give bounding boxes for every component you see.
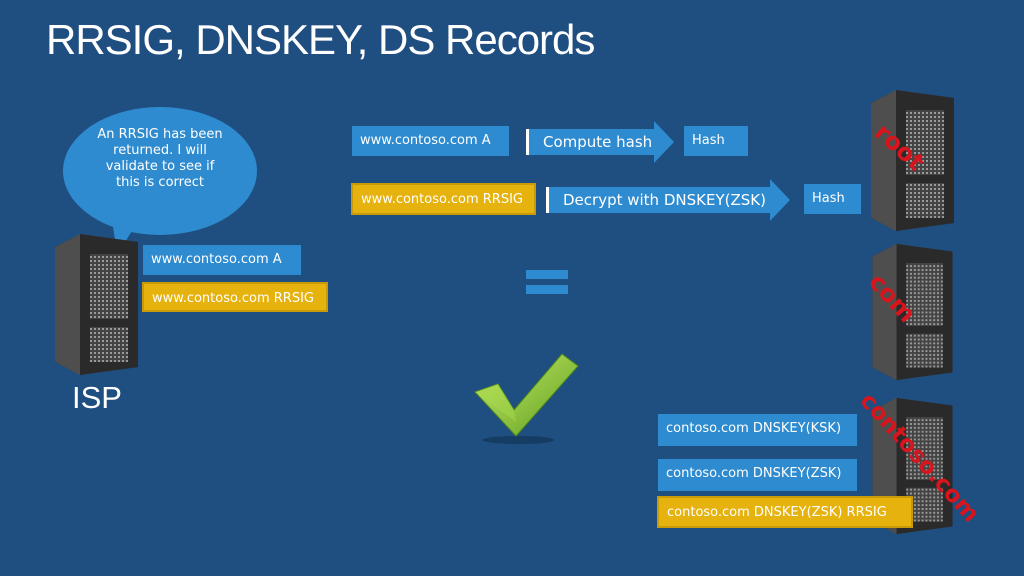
flow-row2-output: Hash	[804, 184, 861, 214]
root-server-icon	[871, 90, 954, 231]
flow-row1-output: Hash	[684, 126, 748, 156]
isp-record-rrsig: www.contoso.com RRSIG	[142, 282, 328, 312]
arrow-head-icon	[770, 179, 790, 221]
page-title: RRSIG, DNSKEY, DS Records	[46, 16, 595, 63]
zone-record-ksk: contoso.com DNSKEY(KSK)	[658, 414, 857, 446]
equals-icon	[526, 270, 568, 300]
checkmark-icon	[474, 353, 579, 444]
zone-record-zsk: contoso.com DNSKEY(ZSK)	[658, 459, 857, 491]
compute-hash-arrow: Compute hash	[526, 121, 676, 163]
isp-label: ISP	[72, 380, 122, 415]
isp-server-icon	[55, 234, 138, 375]
com-server-icon	[872, 243, 953, 381]
speech-bubble-text: An RRSIG has been returned. I will valid…	[97, 127, 223, 190]
decrypt-label: Decrypt with DNSKEY(ZSK)	[546, 187, 772, 213]
zone-record-zsk-rrsig: contoso.com DNSKEY(ZSK) RRSIG	[657, 496, 913, 528]
speech-bubble	[63, 107, 257, 235]
decrypt-arrow: Decrypt with DNSKEY(ZSK)	[546, 179, 792, 221]
flow-row1-input: www.contoso.com A	[352, 126, 509, 156]
flow-row2-input: www.contoso.com RRSIG	[351, 183, 536, 215]
arrow-head-icon	[654, 121, 674, 163]
isp-record-a: www.contoso.com A	[143, 245, 301, 275]
compute-hash-label: Compute hash	[526, 129, 656, 155]
